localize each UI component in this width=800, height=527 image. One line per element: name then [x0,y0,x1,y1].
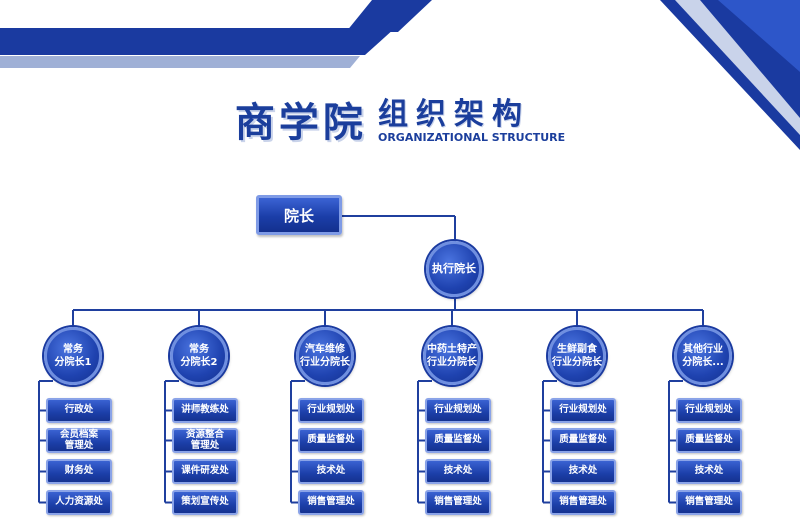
department-box: 讲师教练处 [172,398,238,423]
executive-dean-circle: 执行院长 [426,241,482,297]
department-box: 会员档案 管理处 [46,428,112,453]
department-box: 资源整合 管理处 [172,428,238,453]
department-box: 质量监督处 [298,428,364,453]
department-box: 人力资源处 [46,490,112,515]
department-box: 销售管理处 [298,490,364,515]
department-box: 财务处 [46,459,112,484]
branch-head-circle: 常务 分院长2 [170,327,228,385]
department-box: 技术处 [550,459,616,484]
branch-head-circle: 其他行业 分院长... [674,327,732,385]
branch-head-circle: 常务 分院长1 [44,327,102,385]
title-subtitle-en: ORGANIZATIONAL STRUCTURE [377,131,566,144]
department-box: 行业规划处 [676,398,742,423]
department-box: 策划宣传处 [172,490,238,515]
branch-head-circle: 中药土特产 行业分院长 [423,327,481,385]
department-box: 行业规划处 [550,398,616,423]
department-box: 销售管理处 [550,490,616,515]
branch-head-circle: 生鲜副食 行业分院长 [548,327,606,385]
department-box: 销售管理处 [676,490,742,515]
department-box: 质量监督处 [550,428,616,453]
page-title: 商学院 组织架构 ORGANIZATIONAL STRUCTURE [0,97,800,146]
department-box: 质量监督处 [425,428,491,453]
department-box: 技术处 [425,459,491,484]
dean-box: 院长 [256,195,342,235]
department-box: 课件研发处 [172,459,238,484]
department-box: 行政处 [46,398,112,423]
title-subtitle-cn: 组织架构 [377,97,530,132]
department-box: 技术处 [676,459,742,484]
branch-head-circle: 汽车维修 行业分院长 [296,327,354,385]
department-box: 技术处 [298,459,364,484]
department-box: 质量监督处 [676,428,742,453]
department-box: 行业规划处 [425,398,491,423]
department-box: 销售管理处 [425,490,491,515]
title-main: 商学院 [234,100,367,146]
department-box: 行业规划处 [298,398,364,423]
